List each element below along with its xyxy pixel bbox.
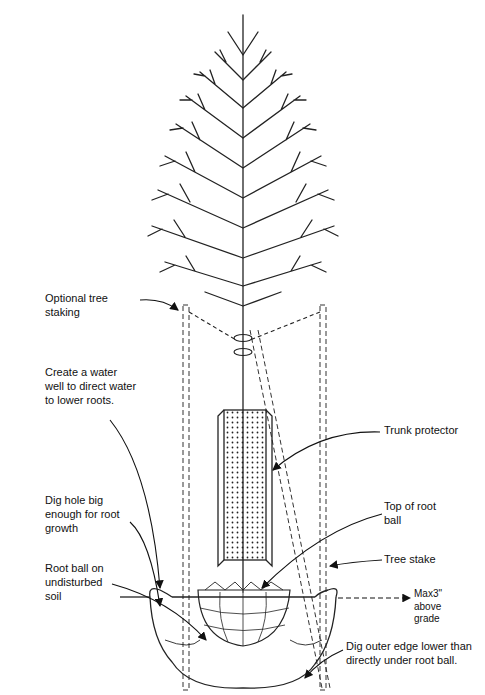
callout-label: Optional tree staking <box>45 292 137 320</box>
tree-crown <box>194 70 292 108</box>
trunk-protector <box>218 410 272 566</box>
planting-hole <box>165 640 322 645</box>
planting-hole <box>120 596 336 597</box>
planting-hole <box>120 589 337 689</box>
leader-lines <box>112 584 206 640</box>
callout-label: Dig hole big enough for root growth <box>45 494 137 535</box>
callout-label: Create a water well to direct water to l… <box>45 366 137 407</box>
trunk-protector <box>224 410 266 560</box>
root-ball <box>220 592 267 646</box>
tree-crown <box>205 292 281 306</box>
tree-crown <box>180 94 306 138</box>
leader-lines <box>140 300 178 310</box>
tree-stakes <box>183 305 330 690</box>
leader-lines <box>305 650 343 678</box>
leader-lines <box>262 514 382 588</box>
root-ball <box>198 582 290 646</box>
root-ball <box>205 582 283 590</box>
root-ball <box>198 590 290 646</box>
leader-lines <box>273 432 380 470</box>
tree-crown <box>160 152 326 198</box>
leader-lines <box>110 420 160 588</box>
tree-crown <box>215 50 271 80</box>
grade-arrow <box>338 597 410 598</box>
tree-crown <box>148 220 338 258</box>
tree-stakes <box>320 305 326 690</box>
grade-arrow <box>338 597 410 598</box>
leader-lines <box>110 300 382 678</box>
leader-lines <box>330 560 382 566</box>
tree-crown <box>148 15 338 592</box>
tree-ties <box>189 312 320 340</box>
root-ball <box>200 608 289 631</box>
tree-stakes <box>183 305 189 690</box>
tree-crown <box>228 32 258 55</box>
callout-label: Top of root ball <box>384 500 454 528</box>
tree-ties <box>234 349 252 356</box>
tree-ties <box>234 335 252 342</box>
callout-label: Tree stake <box>384 553 464 567</box>
tree-crown <box>160 256 326 286</box>
trunk-protector <box>218 410 272 566</box>
callout-label: Trunk protector <box>384 424 464 438</box>
callout-label: Max3" above grade <box>414 588 458 626</box>
planting-hole <box>172 596 315 597</box>
callout-label: Root ball on undisturbed soil <box>45 562 111 603</box>
leader-lines <box>130 522 160 606</box>
tree-ties <box>189 312 320 356</box>
callout-label: Dig outer edge lower than directly under… <box>346 640 480 668</box>
tree-crown <box>152 184 334 228</box>
tree-crown <box>170 122 316 168</box>
